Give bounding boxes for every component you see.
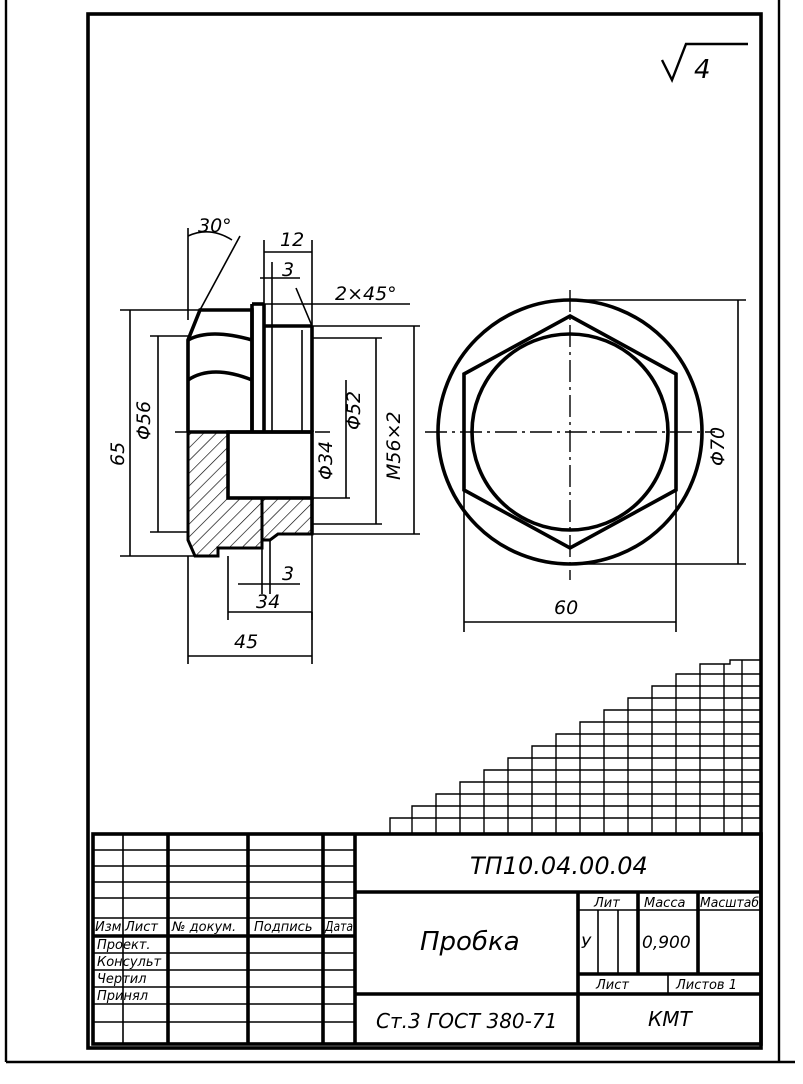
part-name: Пробка bbox=[420, 927, 520, 957]
dim-45: 45 bbox=[234, 631, 258, 653]
dim-phi-56: Φ56 bbox=[133, 401, 155, 440]
role-project: Проект. bbox=[97, 938, 151, 953]
dim-angle-30: 30° bbox=[198, 215, 232, 237]
sheet-label: Лист bbox=[595, 978, 629, 993]
dim-3-bottom: 3 bbox=[282, 563, 294, 585]
dim-phi-34: Φ34 bbox=[315, 441, 337, 480]
header-doc-no: № докум. bbox=[171, 920, 236, 935]
drawing-frame bbox=[86, 12, 763, 1050]
designation: ТП10.04.00.04 bbox=[470, 852, 648, 880]
dim-3-top: 3 bbox=[282, 259, 294, 281]
header-list: Лист bbox=[124, 920, 158, 935]
header-signature: Подпись bbox=[254, 920, 312, 935]
dim-thread: M56×2 bbox=[383, 411, 405, 480]
role-approver: Принял bbox=[97, 989, 148, 1004]
mass-value: 0,900 bbox=[642, 933, 691, 953]
mass-label: Масса bbox=[644, 896, 685, 911]
dim-12: 12 bbox=[280, 229, 304, 251]
section-hatching bbox=[186, 430, 314, 558]
lit-value: У bbox=[581, 933, 592, 952]
front-dimensions: 30° 12 3 2×45° Φ56 65 Φ52 Φ34 bbox=[107, 215, 420, 664]
header-date: Дата bbox=[324, 920, 353, 935]
title-block: Изм Лист № докум. Подпись Дата Проект. К… bbox=[91, 832, 763, 1046]
lit-label: Лит bbox=[593, 896, 620, 911]
side-view: Φ70 60 bbox=[425, 290, 746, 632]
dim-phi-70: Φ70 bbox=[707, 427, 729, 466]
role-consultant: Консульт bbox=[97, 955, 161, 970]
dim-60: 60 bbox=[554, 597, 578, 619]
dim-chamfer: 2×45° bbox=[335, 283, 397, 305]
scale-label: Масштаб bbox=[700, 896, 759, 911]
roughness-symbol: 4 bbox=[660, 42, 748, 85]
material: Ст.3 ГОСТ 380-71 bbox=[376, 1009, 557, 1033]
organization: КМТ bbox=[648, 1007, 693, 1031]
background-grid bbox=[389, 659, 761, 834]
front-view bbox=[175, 302, 330, 564]
dim-34: 34 bbox=[256, 591, 280, 613]
roughness-value: 4 bbox=[694, 55, 711, 85]
sheets-label: Листов 1 bbox=[675, 978, 737, 993]
dim-65: 65 bbox=[107, 442, 129, 466]
header-izm: Изм bbox=[95, 920, 122, 935]
dim-phi-52: Φ52 bbox=[343, 391, 365, 430]
role-drafter: Чертил bbox=[97, 972, 147, 987]
